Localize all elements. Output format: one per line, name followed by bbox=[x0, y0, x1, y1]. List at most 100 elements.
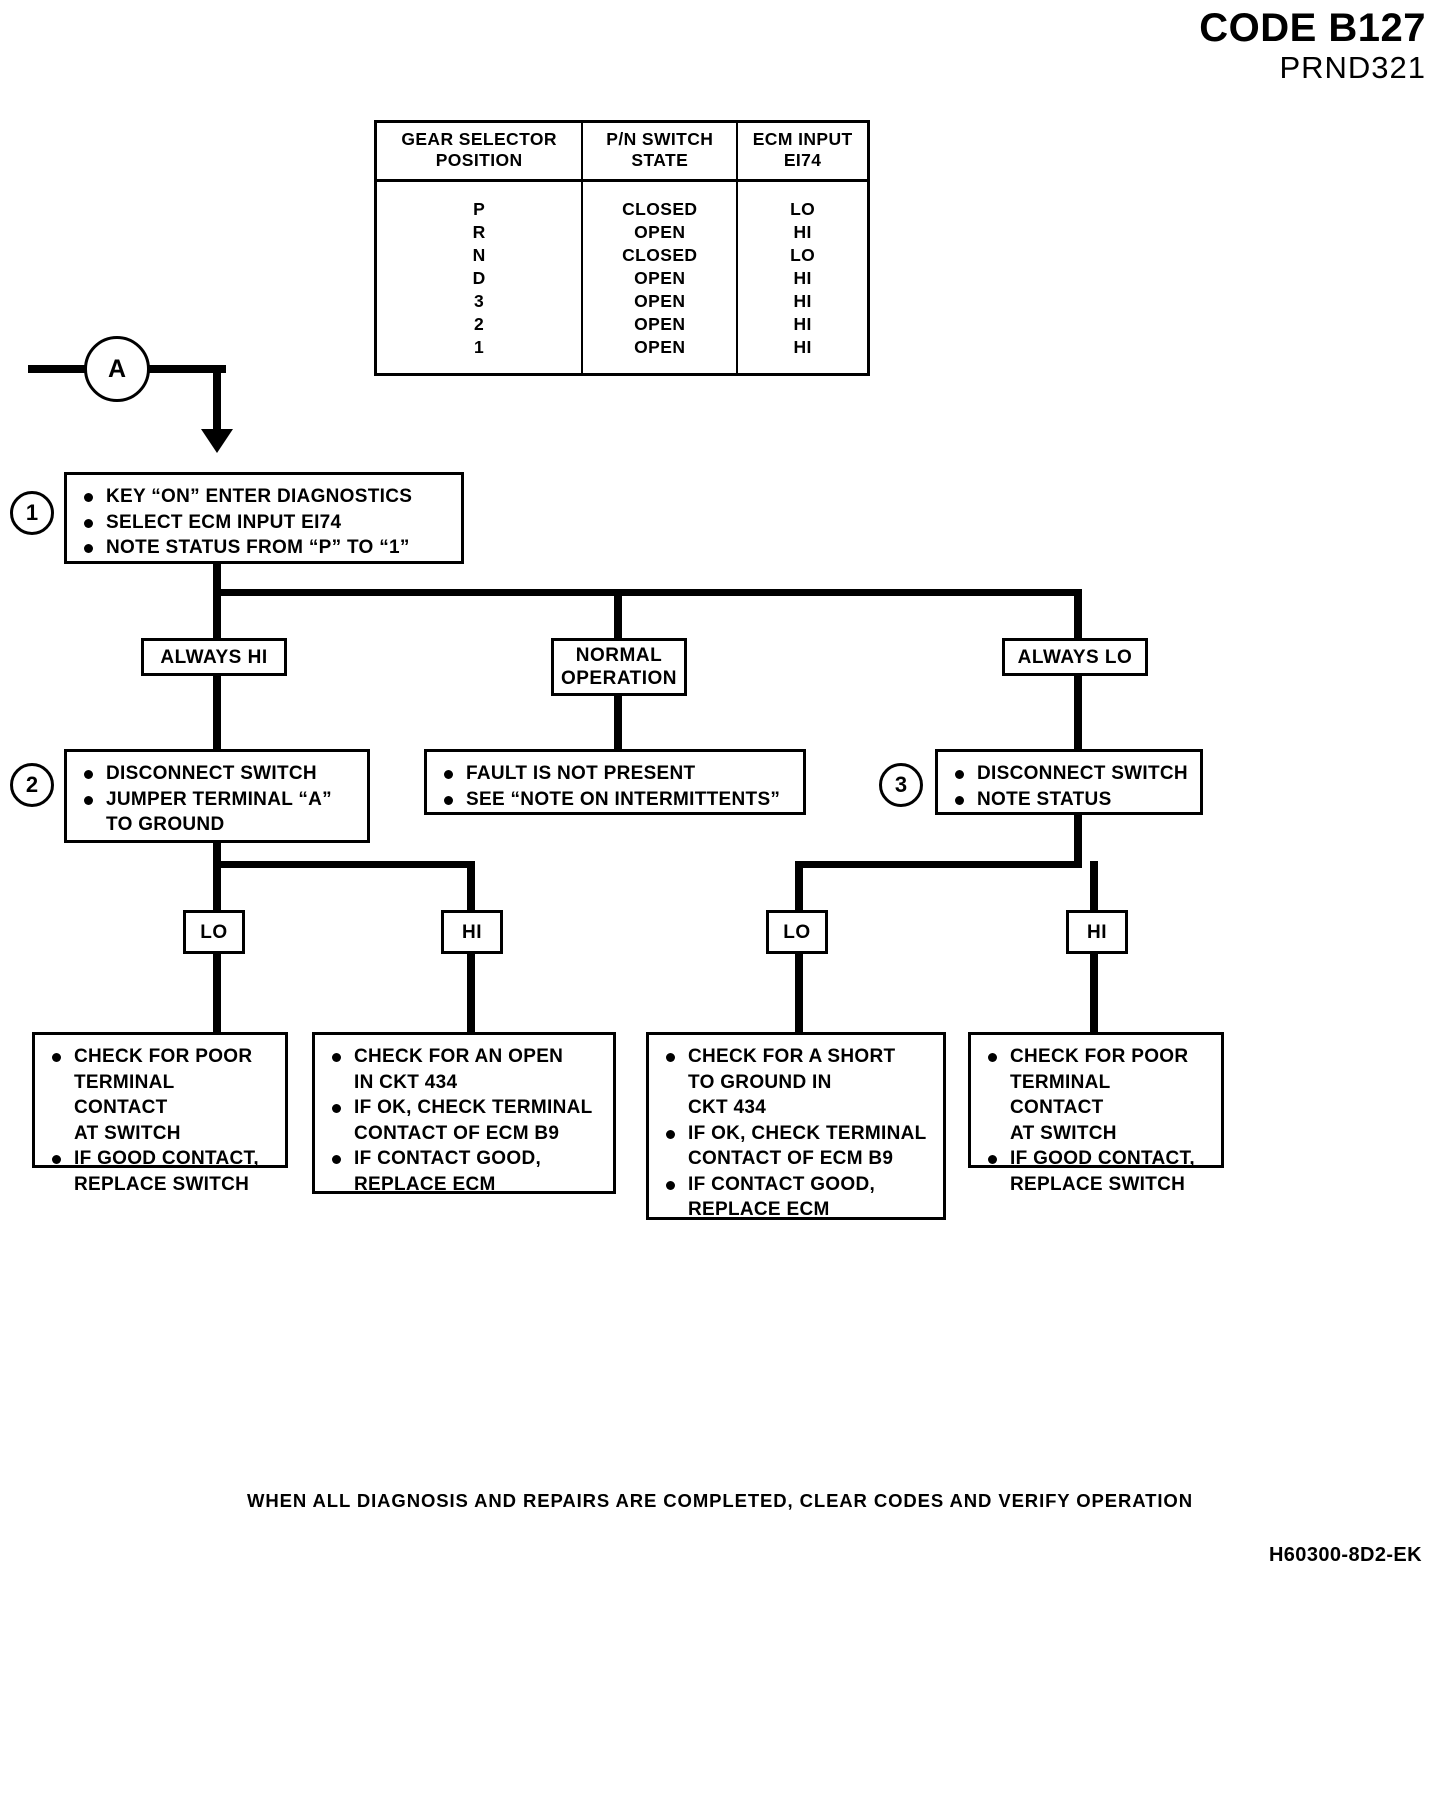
footer-document-code: H60300-8D2-EK bbox=[1268, 1544, 1422, 1566]
list-item: IF CONTACT GOOD, REPLACE ECM bbox=[663, 1172, 931, 1223]
cell-ecm-input: HI bbox=[736, 336, 870, 375]
branch-drop-right bbox=[1074, 589, 1082, 641]
table-row: 2 OPEN HI bbox=[374, 313, 870, 336]
table-row: R OPEN HI bbox=[374, 221, 870, 244]
table-header-row: GEAR SELECTOR POSITION P/N SWITCH STATE … bbox=[374, 120, 870, 182]
branch-bus-line bbox=[213, 589, 1081, 596]
result-list-left-lo: CHECK FOR POOR TERMINAL CONTACT AT SWITC… bbox=[35, 1035, 285, 1206]
entry-arrow-icon bbox=[201, 429, 233, 453]
branch-drop-middle bbox=[614, 589, 622, 641]
entry-line-left bbox=[28, 365, 86, 373]
right-hi-to-result-line bbox=[1090, 952, 1098, 1036]
result-label-right-lo: LO bbox=[766, 910, 828, 954]
cell-position: 3 bbox=[374, 290, 584, 313]
cell-ecm-input: LO bbox=[736, 244, 870, 267]
cell-ecm-input: HI bbox=[736, 267, 870, 290]
gear-selector-table: GEAR SELECTOR POSITION P/N SWITCH STATE … bbox=[374, 120, 870, 376]
entry-line-right bbox=[148, 365, 226, 373]
result-list-right-lo: CHECK FOR A SHORT TO GROUND IN CKT 434 I… bbox=[649, 1035, 943, 1232]
list-item: IF GOOD CONTACT, REPLACE SWITCH bbox=[49, 1146, 273, 1197]
connector-circle-a: A bbox=[84, 336, 150, 402]
step2-split-bus bbox=[213, 861, 475, 868]
cell-position: D bbox=[374, 267, 584, 290]
cell-ecm-input: HI bbox=[736, 221, 870, 244]
table-row: 3 OPEN HI bbox=[374, 290, 870, 313]
list-item: DISCONNECT SWITCH bbox=[952, 761, 1188, 787]
column-header-pn-switch-state: P/N SWITCH STATE bbox=[581, 120, 739, 182]
step3-drop-hi bbox=[1090, 861, 1098, 913]
list-item: IF OK, CHECK TERMINAL CONTACT OF ECM B9 bbox=[663, 1121, 931, 1172]
normal-operation-list: FAULT IS NOT PRESENT SEE “NOTE ON INTERM… bbox=[427, 752, 803, 821]
list-item: FAULT IS NOT PRESENT bbox=[441, 761, 791, 787]
table-row: D OPEN HI bbox=[374, 267, 870, 290]
cell-position: P bbox=[374, 180, 584, 221]
table-body: P CLOSED LO R OPEN HI N CLOSED LO D OPEN… bbox=[374, 180, 870, 375]
normal-operation-result-box: FAULT IS NOT PRESENT SEE “NOTE ON INTERM… bbox=[424, 749, 806, 815]
left-lo-to-result-line bbox=[213, 952, 221, 1036]
result-label-right-hi: HI bbox=[1066, 910, 1128, 954]
cell-switch-state: OPEN bbox=[581, 221, 739, 244]
right-lo-to-result-line bbox=[795, 952, 803, 1036]
cell-ecm-input: HI bbox=[736, 313, 870, 336]
table-row: 1 OPEN HI bbox=[374, 336, 870, 375]
list-item: KEY “ON” ENTER DIAGNOSTICS bbox=[81, 484, 449, 510]
table-row: N CLOSED LO bbox=[374, 244, 870, 267]
result-list-right-hi: CHECK FOR POOR TERMINAL CONTACT AT SWITC… bbox=[971, 1035, 1221, 1206]
list-item: SELECT ECM INPUT EI74 bbox=[81, 510, 449, 536]
result-box-right-hi: CHECK FOR POOR TERMINAL CONTACT AT SWITC… bbox=[968, 1032, 1224, 1195]
list-item: DISCONNECT SWITCH bbox=[81, 761, 355, 787]
list-item: CHECK FOR POOR TERMINAL CONTACT AT SWITC… bbox=[49, 1044, 273, 1146]
cell-ecm-input: HI bbox=[736, 290, 870, 313]
list-item: IF OK, CHECK TERMINAL CONTACT OF ECM B9 bbox=[329, 1095, 601, 1146]
cell-switch-state: CLOSED bbox=[581, 244, 739, 267]
list-item: IF GOOD CONTACT, REPLACE SWITCH bbox=[985, 1146, 1209, 1197]
page-header: CODE B127 PRND321 bbox=[1199, 6, 1426, 86]
normal-to-box-line bbox=[614, 694, 622, 752]
cell-ecm-input: LO bbox=[736, 180, 870, 221]
list-item: CHECK FOR AN OPEN IN CKT 434 bbox=[329, 1044, 601, 1095]
step-number-3: 3 bbox=[879, 763, 923, 807]
column-header-gear-selector-position: GEAR SELECTOR POSITION bbox=[374, 120, 584, 182]
list-item: JUMPER TERMINAL “A” TO GROUND bbox=[81, 787, 355, 838]
result-list-left-hi: CHECK FOR AN OPEN IN CKT 434 IF OK, CHEC… bbox=[315, 1035, 613, 1206]
list-item: IF CONTACT GOOD, REPLACE ECM bbox=[329, 1146, 601, 1197]
list-item: SEE “NOTE ON INTERMITTENTS” bbox=[441, 787, 791, 813]
step2-drop-hi bbox=[467, 861, 475, 913]
branch-label-normal-operation: NORMAL OPERATION bbox=[551, 638, 687, 696]
list-item: CHECK FOR A SHORT TO GROUND IN CKT 434 bbox=[663, 1044, 931, 1121]
cell-position: 2 bbox=[374, 313, 584, 336]
step2-down-line bbox=[213, 843, 221, 867]
entry-line-down bbox=[213, 365, 221, 437]
footer-note: WHEN ALL DIAGNOSIS AND REPAIRS ARE COMPL… bbox=[247, 1490, 1193, 1511]
step1-down-line bbox=[213, 564, 221, 592]
cell-switch-state: OPEN bbox=[581, 267, 739, 290]
cell-position: R bbox=[374, 221, 584, 244]
step-3-list: DISCONNECT SWITCH NOTE STATUS bbox=[938, 752, 1200, 821]
step-1-box: KEY “ON” ENTER DIAGNOSTICS SELECT ECM IN… bbox=[64, 472, 464, 564]
result-box-right-lo: CHECK FOR A SHORT TO GROUND IN CKT 434 I… bbox=[646, 1032, 946, 1220]
column-header-ecm-input: ECM INPUT EI74 bbox=[736, 120, 870, 182]
cell-switch-state: OPEN bbox=[581, 313, 739, 336]
step-number-2: 2 bbox=[10, 763, 54, 807]
step-3-box: DISCONNECT SWITCH NOTE STATUS bbox=[935, 749, 1203, 815]
result-box-left-hi: CHECK FOR AN OPEN IN CKT 434 IF OK, CHEC… bbox=[312, 1032, 616, 1195]
cell-switch-state: OPEN bbox=[581, 290, 739, 313]
branch-label-always-lo: ALWAYS LO bbox=[1002, 638, 1148, 676]
step3-split-bus bbox=[795, 861, 1082, 868]
result-label-left-lo: LO bbox=[183, 910, 245, 954]
step3-drop-lo bbox=[795, 861, 803, 913]
table-row: P CLOSED LO bbox=[374, 180, 870, 221]
step-2-box: DISCONNECT SWITCH JUMPER TERMINAL “A” TO… bbox=[64, 749, 370, 843]
left-hi-to-result-line bbox=[467, 952, 475, 1036]
step-2-list: DISCONNECT SWITCH JUMPER TERMINAL “A” TO… bbox=[67, 752, 367, 847]
result-box-left-lo: CHECK FOR POOR TERMINAL CONTACT AT SWITC… bbox=[32, 1032, 288, 1195]
result-label-left-hi: HI bbox=[441, 910, 503, 954]
always-hi-to-step2-line bbox=[213, 674, 221, 752]
step2-drop-lo bbox=[213, 861, 221, 913]
step-1-list: KEY “ON” ENTER DIAGNOSTICS SELECT ECM IN… bbox=[67, 475, 461, 570]
cell-position: N bbox=[374, 244, 584, 267]
cell-position: 1 bbox=[374, 336, 584, 375]
list-item: NOTE STATUS bbox=[952, 787, 1188, 813]
step-number-1: 1 bbox=[10, 491, 54, 535]
